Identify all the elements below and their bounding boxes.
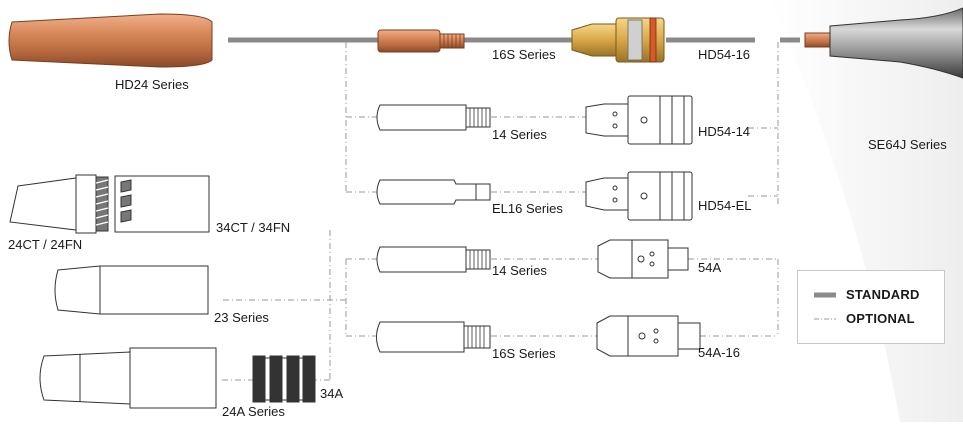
hd54-14-diffuser [586, 96, 692, 144]
label-se64j: SE64J Series [868, 137, 947, 152]
label-a54-16: 54A-16 [698, 345, 740, 360]
legend-swatches [798, 271, 944, 343]
label-s14-b: 14 Series [492, 263, 547, 278]
label-s23: 23 Series [214, 310, 269, 325]
label-s14-a: 14 Series [492, 127, 547, 142]
s16-contact-tip-top [378, 30, 464, 52]
label-hd54-14: HD54-14 [698, 124, 750, 139]
legend: STANDARD OPTIONAL [797, 270, 945, 344]
el16-contact-tip [377, 180, 490, 204]
label-hd24: HD24 Series [115, 77, 189, 92]
label-hd54-el: HD54-EL [698, 198, 751, 213]
label-s34ct: 34CT / 34FN [216, 220, 290, 235]
a54-diffuser [598, 240, 688, 278]
s24a-nozzle [40, 348, 216, 408]
a34-insulator [253, 356, 315, 402]
label-s24a: 24A Series [222, 404, 285, 419]
label-s16-bottom: 16S Series [492, 346, 556, 361]
hd54-16-diffuser [572, 18, 664, 62]
label-s24ct: 24CT / 24FN [8, 237, 82, 252]
hd24-nozzle [9, 14, 212, 67]
s23-nozzle [55, 266, 208, 314]
a54-16-diffuser [597, 316, 700, 356]
hd54-el-diffuser [586, 172, 692, 220]
label-s16-top: 16S Series [492, 47, 556, 62]
label-hd54-16: HD54-16 [698, 47, 750, 62]
label-a54: 54A [698, 260, 721, 275]
s14-contact-tip-b [377, 247, 490, 272]
legend-optional: OPTIONAL [846, 311, 915, 326]
s24ct-nozzle [10, 175, 108, 233]
s16-contact-tip-bottom [377, 322, 491, 352]
s34ct-insulator [115, 176, 209, 232]
legend-standard: STANDARD [846, 287, 920, 302]
label-a34: 34A [320, 386, 343, 401]
s14-contact-tip-a [377, 105, 490, 130]
label-el16: EL16 Series [492, 201, 563, 216]
